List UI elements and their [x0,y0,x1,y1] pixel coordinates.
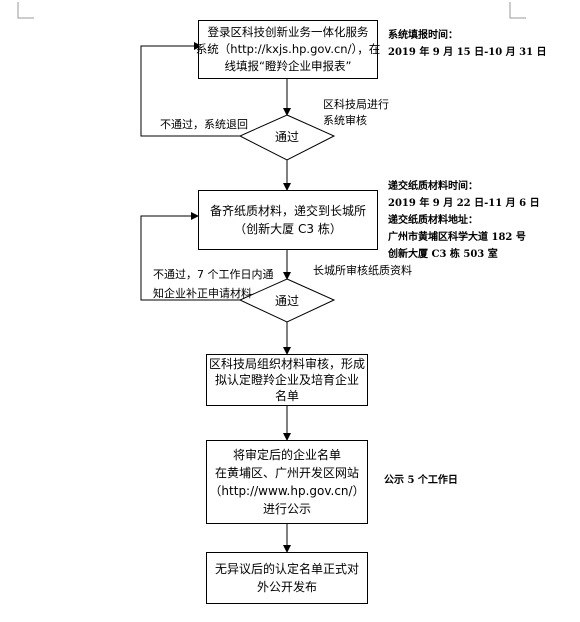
decision1-fail-label: 不通过，系统退回 [160,118,248,131]
step5-line1: 无异议后的认定名单正式对 [214,562,359,576]
corner-mark-right [509,2,526,19]
step1-line3: 线填报“瞪羚企业申报表” [224,59,352,73]
loop-decision2-fail [140,212,240,301]
system-time-title: 系统填报时间： [388,30,458,41]
step4-box: 将审定后的企业名单 在黄埔区、广州开发区网站 （http://www.hp.go… [206,440,368,524]
decision2-fail-line2: 知企业补正申请材料 [153,287,252,300]
step3-box: 区科技局组织材料审核，形成 拟认定瞪羚企业及培育企业 名单 [206,354,368,406]
step4-line4: 进行公示 [262,502,311,516]
paper-time-value: 2019 年 9 月 22 日-11 月 6 日 [388,198,540,209]
step2-box: 备齐纸质材料，递交到长城所 （创新大厦 C3 栋） [198,190,378,250]
system-time-value: 2019 年 9 月 15 日-10 月 31 日 [388,47,547,58]
step3-line1: 区科技局组织材料审核，形成 [208,357,365,371]
step5-line2: 外公开发布 [256,580,317,594]
review2-label: 长城所审核纸质资料 [313,264,412,277]
step4-line1: 将审定后的企业名单 [232,448,341,462]
step4-line2: 在黄埔区、广州开发区网站 [214,466,359,480]
step4-line3: （http://www.hp.gov.cn/） [209,484,365,498]
step2-line1: 备齐纸质材料，递交到长城所 [209,204,366,218]
paper-addr-line2: 创新大厦 C3 栋 503 室 [388,249,498,260]
step1-line1: 登录区科技创新业务一体化服务 [207,25,369,39]
step3-line2: 拟认定瞪羚企业及培育企业 [214,373,359,387]
decision2-fail-line1: 不通过，7 个工作日内通 [153,268,274,281]
loop-decision1-fail [140,42,240,137]
corner-mark-left [17,2,34,19]
decision1-text: 通过 [274,130,299,144]
decision2-fail-label: 不通过，7 个工作日内通 知企业补正申请材料 [153,265,274,303]
paper-addr-title: 递交纸质材料地址： [388,215,478,226]
review1-label: 区科技局进行 系统审核 [323,97,389,129]
paper-time-title: 递交纸质材料时间： [388,181,478,192]
review1-label-line1: 区科技局进行 [323,98,389,111]
step2-line2: （创新大厦 C3 栋） [234,222,342,236]
paper-addr-line1: 广州市黄埔区科学大道 182 号 [388,232,526,243]
step1-box: 登录区科技创新业务一体化服务 系统（http://kxjs.hp.gov.cn/… [195,20,381,79]
paper-submission-note: 递交纸质材料时间： 2019 年 9 月 22 日-11 月 6 日 递交纸质材… [388,178,540,263]
step1-line2: 系统（http://kxjs.hp.gov.cn/），在 [195,42,381,56]
decision2-text: 通过 [274,294,299,308]
step3-line3: 名单 [274,389,299,403]
system-time-note: 系统填报时间： 2019 年 9 月 15 日-10 月 31 日 [388,27,547,61]
review1-label-line2: 系统审核 [323,114,367,127]
step5-box: 无异议后的认定名单正式对 外公开发布 [206,552,368,604]
publicity-note: 公示 5 个工作日 [384,475,458,486]
